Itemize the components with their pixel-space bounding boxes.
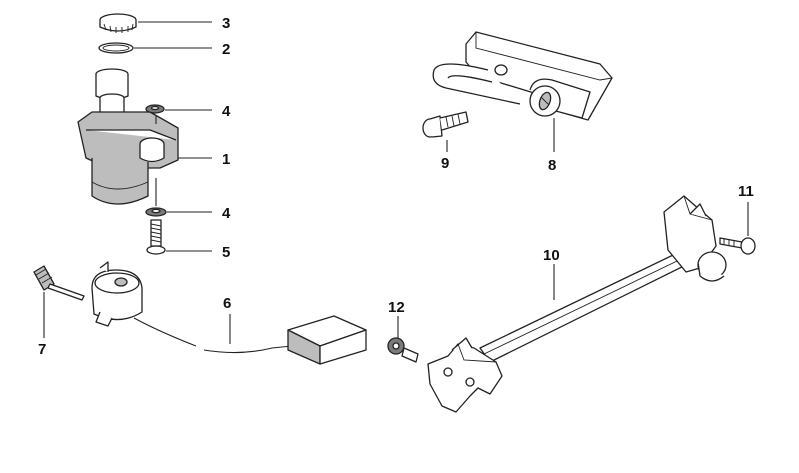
part-10-lever-shaft <box>427 195 727 413</box>
callout-3: 3 <box>222 15 230 32</box>
part-9-socket-bolt <box>422 111 469 138</box>
callout-6: 6 <box>223 295 231 312</box>
callout-8: 8 <box>548 157 556 174</box>
callout-2: 2 <box>222 41 230 58</box>
callout-5: 5 <box>222 244 230 261</box>
part-7-screw <box>33 265 85 301</box>
part-4-washer-lower <box>145 207 167 217</box>
callout-12: 12 <box>388 299 405 316</box>
callout-9: 9 <box>441 155 449 172</box>
callout-10: 10 <box>543 247 560 264</box>
part-8-lock-bracket <box>432 31 613 121</box>
part-12-nut <box>387 337 419 363</box>
part-5-bolt <box>146 219 166 255</box>
callout-7: 7 <box>38 341 46 358</box>
callout-11: 11 <box>738 183 754 200</box>
callout-4-lower: 4 <box>222 205 231 222</box>
callout-1: 1 <box>222 151 230 168</box>
part-3-cap-nut <box>99 13 137 33</box>
callout-4-upper: 4 <box>222 103 231 120</box>
part-6-ignition-switch <box>91 261 367 365</box>
part-1-lock-housing <box>77 68 179 205</box>
part-11-screw <box>719 237 756 255</box>
callouts: 3 2 4 1 4 5 6 7 8 9 10 11 12 <box>38 15 754 358</box>
part-4-washer-upper <box>145 104 165 114</box>
leader-lines <box>43 21 749 344</box>
part-2-o-ring <box>98 42 134 54</box>
